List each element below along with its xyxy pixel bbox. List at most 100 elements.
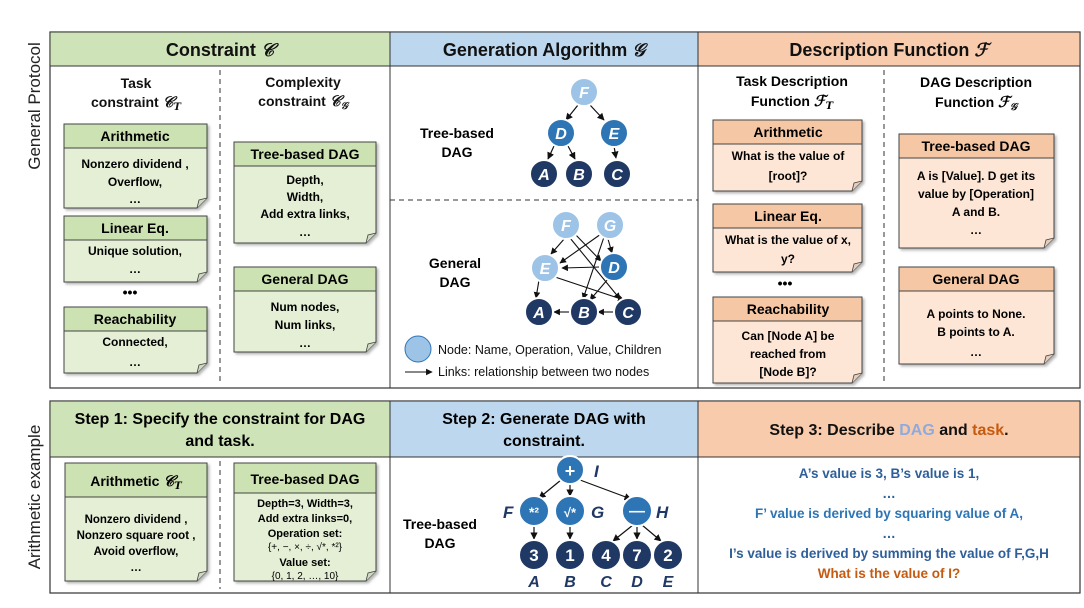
step2-title-2: constraint. (503, 433, 585, 450)
description-header (697, 31, 1081, 67)
dag-desc-card-general: General DAG A points to None. B points t… (898, 266, 1055, 365)
step1-title: Step 1: Specify the constraint for DAG (75, 411, 366, 428)
svg-text:…: … (970, 345, 982, 359)
step2-header (389, 400, 699, 458)
svg-text:Depth,: Depth, (286, 173, 323, 187)
leaf-node-b (554, 539, 586, 571)
leaf-name-e: E (663, 574, 675, 591)
svg-text:Nonzero square root ,: Nonzero square root , (77, 530, 196, 542)
side-label-arithmetic-example: Arithmetic example (25, 425, 44, 570)
svg-text:Add extra links,: Add extra links, (260, 207, 349, 221)
svg-text:B: B (578, 305, 590, 322)
example-tree-edges (530, 479, 662, 542)
task-desc-card-linear-eq: Linear Eq. What is the value of x, y? (712, 203, 863, 273)
svg-text:Operation set:: Operation set: (268, 528, 343, 540)
svg-text:What is the value of x,: What is the value of x, (725, 233, 851, 247)
tree-dag-label-2: DAG (441, 144, 472, 160)
svg-text:G: G (604, 218, 616, 235)
svg-text:*²: *² (529, 504, 539, 520)
leaf-name-d: D (631, 574, 643, 591)
general-dag-graph (533, 232, 625, 316)
svg-text:Tree-based DAG: Tree-based DAG (251, 146, 360, 162)
svg-text:B: B (573, 167, 585, 184)
task-constraint-heading-2: constraint 𝒞T (91, 93, 183, 113)
svg-text:y?: y? (781, 252, 795, 266)
task-cards-ellipsis: ••• (123, 284, 138, 300)
dag-desc-heading: DAG Description (920, 74, 1032, 90)
leaf-node-a (518, 539, 550, 571)
op-name-h: H (656, 503, 669, 522)
leaf-name-b: B (564, 574, 576, 591)
general-node-e (530, 253, 560, 283)
svg-text:A points to None.: A points to None. (927, 307, 1026, 321)
op-name-i: I (594, 462, 600, 481)
general-dag-label-2: DAG (439, 274, 470, 290)
svg-text:Unique solution,: Unique solution, (88, 244, 182, 258)
svg-text:…: … (129, 192, 141, 206)
svg-text:Can [Node A] be: Can [Node A] be (742, 329, 835, 343)
task-desc-heading-2: Function ℱT (751, 92, 835, 112)
dag-desc-card-tree: Tree-based DAG A is [Value]. D get its v… (898, 133, 1055, 249)
tree-node-a (529, 159, 559, 189)
constraint-header-title: Constraint 𝒞 (166, 40, 279, 61)
svg-text:…: … (970, 223, 982, 237)
svg-text:What is the value of: What is the value of (732, 149, 846, 163)
svg-text:B points to A.: B points to A. (937, 325, 1015, 339)
description-header-title: Description Function ℱ (789, 40, 992, 61)
legend-node-text: Node: Name, Operation, Value, Children (438, 343, 662, 357)
svg-text:+: + (565, 461, 576, 481)
task-card-arithmetic: Arithmetic Nonzero dividend , Overflow, … (63, 123, 208, 209)
svg-text:{+, −, ×, ÷, √*, *²}: {+, −, ×, ÷, √*, *²} (268, 541, 343, 553)
op-node-i (555, 455, 585, 485)
svg-text:A: A (532, 305, 545, 322)
complexity-card-general-dag: General DAG Num nodes, Num links, … (233, 266, 377, 353)
svg-text:…: … (129, 355, 141, 369)
desc-line-1: A’s value is 3, B’s value is 1, (799, 466, 980, 481)
svg-text:Nonzero dividend ,: Nonzero dividend , (81, 157, 188, 171)
legend-link-text: Links: relationship between two nodes (438, 365, 649, 379)
svg-text:C: C (622, 305, 634, 322)
svg-text:reached from: reached from (750, 347, 826, 361)
op-node-f (518, 495, 550, 527)
desc-line-4: … (882, 526, 896, 541)
svg-text:Reachability: Reachability (94, 311, 177, 327)
svg-text:D: D (608, 260, 620, 277)
task-card-reachability: Reachability Connected, … (63, 306, 208, 374)
svg-text:Depth=3, Width=3,: Depth=3, Width=3, (257, 498, 353, 510)
svg-text:value by [Operation]: value by [Operation] (918, 187, 1034, 201)
svg-text:…: … (130, 562, 142, 574)
desc-line-5: I’s value is derived by summing the valu… (729, 546, 1049, 561)
general-node-b (569, 297, 599, 327)
step3-header (697, 400, 1081, 458)
task-desc-card-reachability: Reachability Can [Node A] be reached fro… (712, 296, 863, 384)
svg-text:A is [Value]. D get its: A is [Value]. D get its (917, 169, 1036, 183)
general-node-d (599, 252, 629, 282)
example-card-tree-dag: Tree-based DAG Depth=3, Width=3, Add ext… (233, 462, 377, 582)
svg-text:A: A (537, 167, 550, 184)
step2-title: Step 2: Generate DAG with (442, 411, 646, 428)
tree-node-c (602, 159, 632, 189)
task-desc-ellipsis: ••• (778, 275, 793, 291)
tree-node-d (546, 118, 576, 148)
op-node-g (554, 495, 586, 527)
generation-header (389, 31, 699, 67)
tree-dag-nodes: F D E A B C (529, 77, 632, 189)
op-name-g: G (591, 503, 604, 522)
arithmetic-example-panel: Step 1: Specify the constraint for DAG a… (49, 400, 1081, 594)
svg-text:Overflow,: Overflow, (108, 175, 162, 189)
svg-text:D: D (555, 126, 567, 143)
task-desc-card-arithmetic: Arithmetic What is the value of [root]? (712, 119, 863, 192)
svg-text:4: 4 (601, 546, 611, 565)
svg-text:General DAG: General DAG (932, 271, 1019, 287)
general-node-g (595, 210, 625, 240)
svg-text:2: 2 (663, 546, 672, 565)
complexity-constraint-heading-2: constraint 𝒞𝒢 (258, 92, 350, 112)
complexity-constraint-heading: Complexity (265, 74, 341, 90)
complexity-card-tree-dag: Tree-based DAG Depth, Width, Add extra l… (233, 141, 377, 244)
op-name-f: F (503, 503, 514, 522)
svg-text:C: C (611, 167, 623, 184)
general-node-c (613, 297, 643, 327)
svg-text:Num nodes,: Num nodes, (271, 300, 340, 314)
constraint-header (49, 31, 391, 67)
svg-text:F: F (579, 85, 590, 102)
